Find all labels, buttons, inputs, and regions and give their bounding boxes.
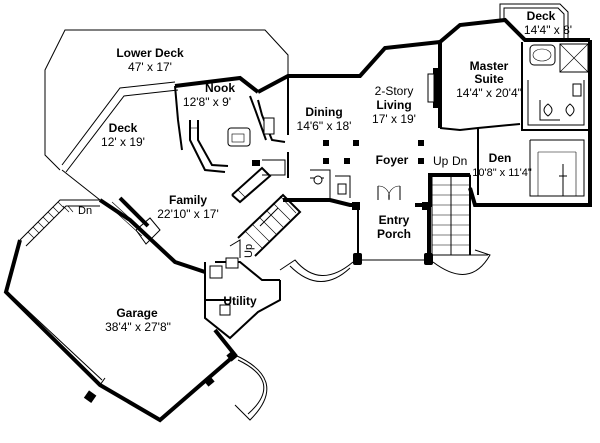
master-bath: [521, 42, 590, 197]
entry-porch: [279, 205, 491, 282]
room-labels: Lower Deck 47' x 17' Nook 12'8" x 9' Dec…: [101, 9, 572, 334]
room-name-deck-top: Deck: [527, 9, 556, 23]
kitchen-island: [227, 127, 251, 147]
room-name-master: Suite: [474, 72, 504, 86]
stair-label-dn-left: Dn: [78, 205, 92, 217]
room-name-dining: Dining: [305, 105, 342, 119]
foyer-door: [377, 185, 401, 201]
family-fireplace: [107, 196, 161, 245]
room-name-deck-left: Deck: [109, 121, 138, 135]
room-dims-master: 14'4" x 20'4": [456, 86, 522, 100]
stair-label-up-family: Up: [243, 244, 255, 258]
room-dims-den: 10'8" x 11'4": [472, 167, 532, 179]
room-dims-dining: 14'6" x 18': [297, 119, 352, 133]
room-dims-living: 17' x 19': [372, 112, 416, 126]
columns: [323, 140, 430, 210]
stair-label-up-foyer: Up: [433, 154, 449, 168]
room-name-foyer: Foyer: [376, 153, 409, 167]
room-name-garage: Garage: [116, 306, 158, 320]
left-deck-stair: [27, 201, 74, 239]
kitchen: [189, 95, 286, 204]
family-stair: [237, 193, 302, 257]
foyer-stair: [431, 174, 471, 256]
room-dims-nook: 12'8" x 9': [183, 95, 231, 109]
top-deck: [499, 3, 569, 40]
room-dims-garage: 38'4" x 27'8": [105, 320, 171, 334]
sink-fixture: [263, 117, 275, 135]
room-name-den: Den: [489, 151, 512, 165]
room-dims-family: 22'10" x 17': [157, 207, 219, 221]
room-name-utility: Utility: [223, 294, 257, 308]
stair-label-dn-foyer: Dn: [452, 154, 467, 168]
tub-fixture: [529, 44, 556, 66]
left-deck: [19, 169, 101, 247]
room-prefix-entry: Entry: [379, 213, 410, 227]
room-dims-deck-top: 14'4" x 8': [524, 23, 572, 37]
garage: [3, 239, 268, 423]
living-fireplace: [427, 68, 441, 108]
stair-labels: Dn Up Up Dn: [78, 154, 467, 258]
utility-room: [204, 239, 281, 340]
toilet-fixture: [572, 83, 582, 97]
room-name-porch: Porch: [377, 227, 411, 241]
room-dims-deck-left: 12' x 19': [101, 135, 145, 149]
room-prefix-master: Master: [470, 59, 509, 73]
room-name-lower-deck: Lower Deck: [116, 46, 184, 60]
room-dims-lower-deck: 47' x 17': [128, 60, 172, 74]
room-name-family: Family: [169, 193, 207, 207]
room-prefix-living: 2-Story: [375, 84, 414, 98]
room-name-living: Living: [376, 98, 411, 112]
sink-fixture: [565, 103, 575, 117]
sink-fixture: [543, 103, 553, 117]
interior-walls: [287, 76, 351, 198]
room-name-nook: Nook: [205, 81, 235, 95]
lower-deck-outline: [44, 29, 289, 173]
